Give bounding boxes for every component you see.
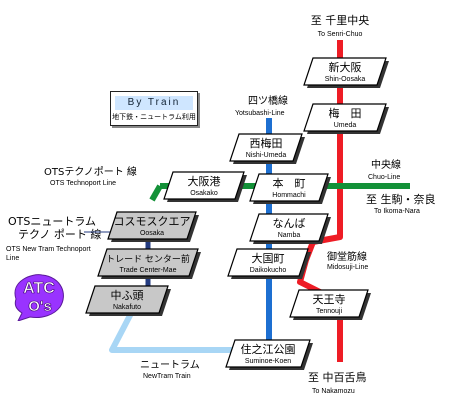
svg-text:Midosuji-Line: Midosuji-Line (327, 264, 368, 271)
station-name-jp: 大阪港 (188, 174, 221, 188)
label-ots-technoport-line: OTSテクノポート 線 OTS Technoport Line (44, 165, 137, 187)
station-name-jp: なんば (273, 217, 306, 230)
station-name-en: Daikokucho (250, 267, 287, 274)
label-ots-newtram-line: OTSニュートラム テクノ ポート 線 OTS New Tram Technop… (6, 215, 101, 262)
station-name-jp: 西梅田 (250, 136, 283, 150)
station-box (97, 248, 199, 277)
station-name-jp: 大国町 (252, 251, 285, 265)
station-name-en: Shin-Oosaka (325, 76, 366, 83)
station-name-en: Hommachi (272, 192, 306, 199)
newtram-line (109, 298, 258, 353)
label-chuo-line: 中央線 Chuo-Line (368, 158, 401, 181)
station-hommachi: 本 町 Hommachi (249, 173, 331, 204)
station-name-jp: トレード センター前 (106, 253, 190, 265)
station-namba: なんば Namba (249, 213, 331, 244)
legend-subtitle: 地下鉄・ニュートラム利用 (112, 113, 196, 121)
svg-text:OTS New Tram Technoport: OTS New Tram Technoport (6, 246, 91, 253)
legend-title: By Train (115, 96, 193, 110)
svg-text:至 中百舌鳥: 至 中百舌鳥 (308, 370, 367, 384)
badge-line1: ATC (23, 280, 55, 297)
station-box (227, 248, 309, 277)
svg-text:テクノ ポート 線: テクノ ポート 線 (18, 227, 101, 241)
station-name-en: Umeda (334, 122, 357, 129)
badge-bubble (14, 274, 64, 321)
station-umeda: 梅 田 Umeda (303, 103, 389, 134)
svg-text:Chuo-Line: Chuo-Line (368, 174, 400, 181)
svg-text:Line: Line (6, 255, 19, 262)
by-train-legend: By Train 地下鉄・ニュートラム利用 (110, 91, 198, 126)
station-nishi-umeda: 西梅田 Nishi-Umeda (229, 133, 305, 164)
station-trade-center: トレード センター前 Trade Center-Mae (97, 248, 201, 279)
station-name-en: Suminoe-Koen (245, 358, 291, 365)
svg-text:NewTram Train: NewTram Train (143, 373, 191, 380)
svg-text:OTSテクノポート 線: OTSテクノポート 線 (44, 165, 137, 178)
station-nakafuto: 中ふ頭 Nakafuto (85, 285, 171, 316)
station-name-en: Nakafuto (113, 304, 141, 311)
station-name-en: Osakako (190, 190, 218, 197)
station-cosmosquare: コスモスクエア Oosaka (107, 211, 199, 242)
station-name-jp: 住之江公園 (241, 342, 296, 356)
svg-text:中央線: 中央線 (371, 158, 401, 171)
station-box (85, 285, 169, 314)
station-name-jp: コスモスクエア (114, 215, 191, 228)
svg-text:Yotsubashi-Line: Yotsubashi-Line (235, 110, 285, 117)
station-name-en: Trade Center-Mae (120, 267, 177, 274)
svg-text:To Senri-Chuo: To Senri-Chuo (318, 31, 363, 38)
svg-text:OTSニュートラム: OTSニュートラム (8, 215, 96, 228)
label-midosuji-line: 御堂筋線 Midosuji-Line (327, 250, 368, 271)
station-name-jp: 梅 田 (329, 106, 362, 120)
station-box (249, 173, 329, 202)
station-box (303, 57, 387, 86)
station-box (303, 103, 387, 132)
station-name-jp: 新大阪 (329, 60, 362, 74)
station-name-en: Tennouji (316, 308, 343, 315)
station-name-en: Nishi-Umeda (246, 152, 287, 159)
svg-text:至 千里中央: 至 千里中央 (311, 14, 370, 27)
station-name-jp: 本 町 (273, 176, 306, 190)
svg-text:四ツ橋線: 四ツ橋線 (248, 94, 288, 107)
station-box (163, 171, 245, 200)
svg-text:To Ikoma-Nara: To Ikoma-Nara (374, 208, 420, 215)
svg-text:OTS Technoport Line: OTS Technoport Line (50, 180, 116, 187)
direction-east: 至 生駒・奈良 To Ikoma-Nara (366, 192, 436, 215)
svg-text:ニュートラム: ニュートラム (140, 359, 200, 371)
svg-text:To Nakamozu: To Nakamozu (312, 388, 355, 395)
station-osakako: 大阪港 Osakako (163, 171, 247, 202)
station-name-en: Namba (278, 232, 301, 239)
station-tennouji: 天王寺 Tennouji (289, 289, 371, 320)
station-box (225, 339, 311, 368)
station-name-en: Oosaka (140, 230, 164, 237)
station-box (289, 289, 369, 318)
label-yotsubashi-line: 四ツ橋線 Yotsubashi-Line (235, 94, 288, 117)
station-box (249, 213, 329, 242)
label-newtram: ニュートラム NewTram Train (140, 359, 200, 380)
badge-line2: O's (28, 298, 52, 315)
station-shin-osaka: 新大阪 Shin-Oosaka (303, 57, 389, 88)
direction-south: 至 中百舌鳥 To Nakamozu (308, 370, 367, 395)
station-name-jp: 中ふ頭 (111, 289, 144, 302)
station-daikokucho: 大国町 Daikokucho (227, 248, 311, 279)
direction-north: 至 千里中央 To Senri-Chuo (311, 14, 370, 38)
chuo-line-west (149, 184, 163, 202)
station-box (107, 211, 197, 240)
station-box (229, 133, 303, 162)
station-name-jp: 天王寺 (313, 293, 346, 306)
station-suminoe-koen: 住之江公園 Suminoe-Koen (225, 339, 313, 370)
atc-os-badge[interactable]: ATC O's (8, 271, 68, 321)
svg-text:御堂筋線: 御堂筋線 (327, 250, 367, 263)
svg-text:至 生駒・奈良: 至 生駒・奈良 (366, 192, 436, 206)
